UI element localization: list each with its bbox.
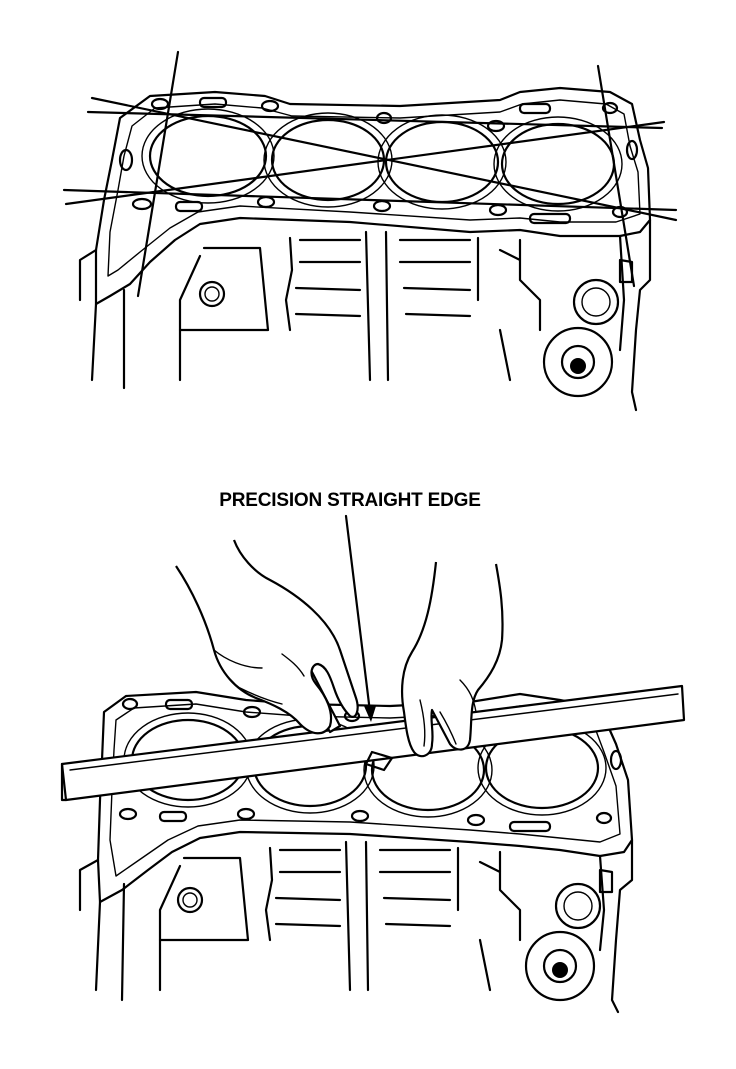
callout-leader — [344, 514, 376, 722]
top-cylinder-bore-4-rim — [493, 116, 623, 212]
top-cylinder-bore-2-rim — [263, 112, 393, 208]
left-hand — [175, 539, 359, 735]
top-oil-filter-boss — [542, 326, 614, 398]
bottom-left-boss — [176, 886, 204, 914]
bottom-block-ribs — [158, 840, 460, 992]
top-block-left-side — [78, 248, 126, 390]
measure-line-diagonal-2 — [64, 120, 666, 206]
bottom-block-left-side — [78, 858, 126, 1002]
top-block-ribs — [178, 230, 480, 382]
top-cylinder-bore-2 — [270, 118, 386, 202]
top-deck-holes — [118, 96, 639, 225]
measure-line-back-edge — [86, 110, 664, 130]
precision-straight-edge — [60, 684, 686, 802]
top-measurement-lines — [62, 50, 678, 298]
bottom-oil-filter-boss — [524, 930, 596, 1002]
measure-line-front-edge — [62, 188, 678, 212]
measure-line-right-cross — [596, 64, 636, 288]
top-right-boss — [572, 278, 620, 326]
top-engine-block — [62, 50, 678, 412]
top-cylinder-bore-1-rim — [141, 108, 275, 204]
top-left-boss — [198, 280, 226, 308]
bottom-block-right-side — [598, 838, 634, 1014]
bottom-right-boss — [554, 882, 602, 930]
top-block-right-side — [618, 218, 652, 412]
top-deck-inner-edge — [107, 99, 641, 277]
precision-straight-edge-label: PRECISION STRAIGHT EDGE — [219, 490, 481, 511]
right-hand — [401, 561, 504, 758]
bottom-engine-block — [60, 539, 686, 1014]
measure-line-diagonal-1 — [90, 96, 678, 222]
measure-line-left-cross — [136, 50, 180, 298]
